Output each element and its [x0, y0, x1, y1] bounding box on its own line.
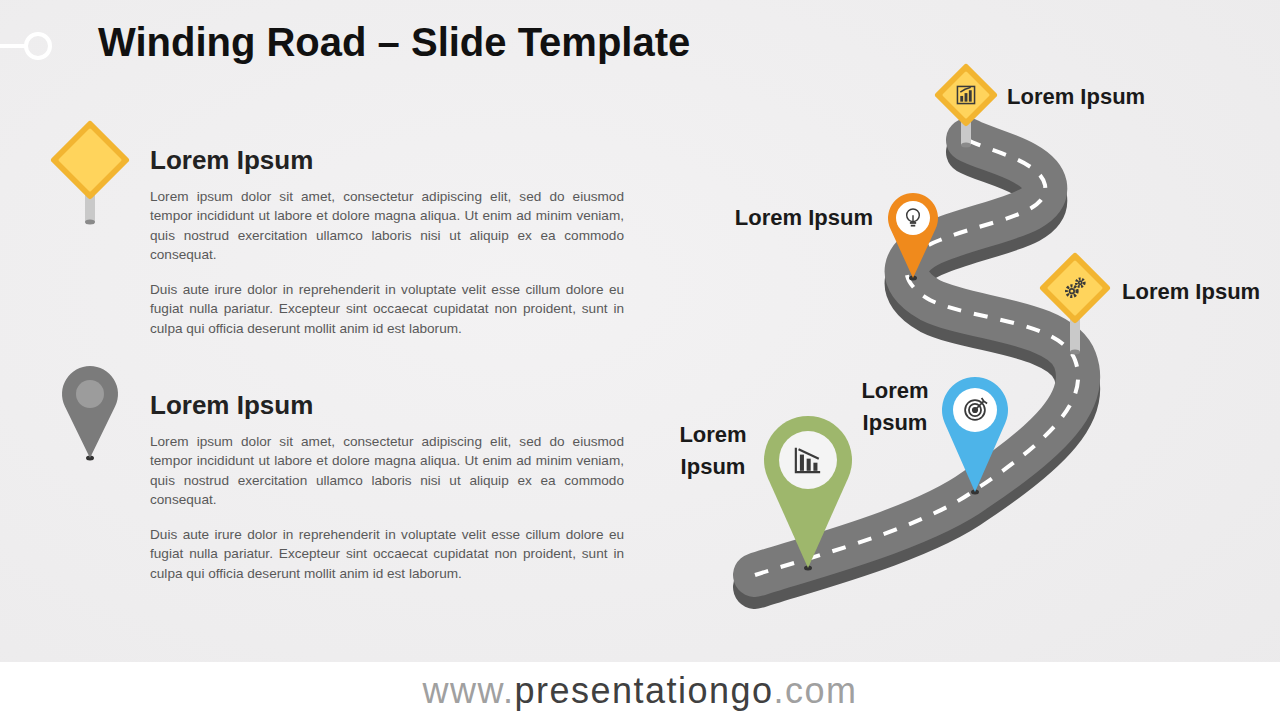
corner-decoration: [0, 34, 50, 58]
slide-title: Winding Road – Slide Template: [98, 20, 690, 65]
map-pin: [942, 377, 1008, 495]
website-text: .com: [774, 670, 858, 711]
milestone-pin: Lorem Ipsum: [715, 190, 940, 282]
section-heading: Lorem Ipsum: [150, 145, 630, 175]
milestone-label: Lorem Ipsum: [1007, 81, 1177, 113]
milestone-label: Lorem Ipsum: [845, 375, 945, 439]
website-text: www.: [422, 670, 514, 711]
milestone-sign: Lorem Ipsum: [930, 62, 1160, 152]
bulb-glyph: [907, 209, 920, 227]
node-icon: [715, 190, 940, 282]
gears-glyph: [1067, 279, 1085, 297]
road-sign: [54, 124, 126, 225]
section-heading: Lorem Ipsum: [150, 390, 630, 420]
text-section: Lorem IpsumLorem ipsum dolor sit amet, c…: [40, 118, 640, 346]
chartdown-glyph: [796, 448, 820, 472]
milestone-pin: Lorem Ipsum: [660, 415, 855, 570]
text-section: Lorem IpsumLorem ipsum dolor sit amet, c…: [40, 362, 640, 592]
milestone-sign: Lorem Ipsum: [1035, 250, 1280, 355]
body-text: Duis aute irure dolor in reprehenderit i…: [150, 280, 624, 338]
body-text: Duis aute irure dolor in reprehenderit i…: [150, 525, 624, 583]
map-pin: [62, 366, 118, 460]
milestone-label: Lorem Ipsum: [1122, 276, 1280, 308]
milestone-label: Lorem Ipsum: [663, 419, 763, 483]
milestone-pin: Lorem Ipsum: [845, 372, 1015, 494]
road-sign: [938, 67, 994, 148]
map-pin: [764, 416, 852, 570]
website-text: presentationgo: [514, 670, 773, 711]
target-glyph: [965, 398, 987, 420]
bars-glyph: [957, 86, 974, 103]
footer-band: www.presentationgo.com: [0, 662, 1280, 720]
road-sign: [1043, 256, 1107, 355]
map-pin: [888, 193, 938, 281]
milestone-label: Lorem Ipsum: [715, 202, 873, 234]
body-text: Lorem ipsum dolor sit amet, consectetur …: [150, 187, 624, 265]
body-text: Lorem ipsum dolor sit amet, consectetur …: [150, 432, 624, 510]
